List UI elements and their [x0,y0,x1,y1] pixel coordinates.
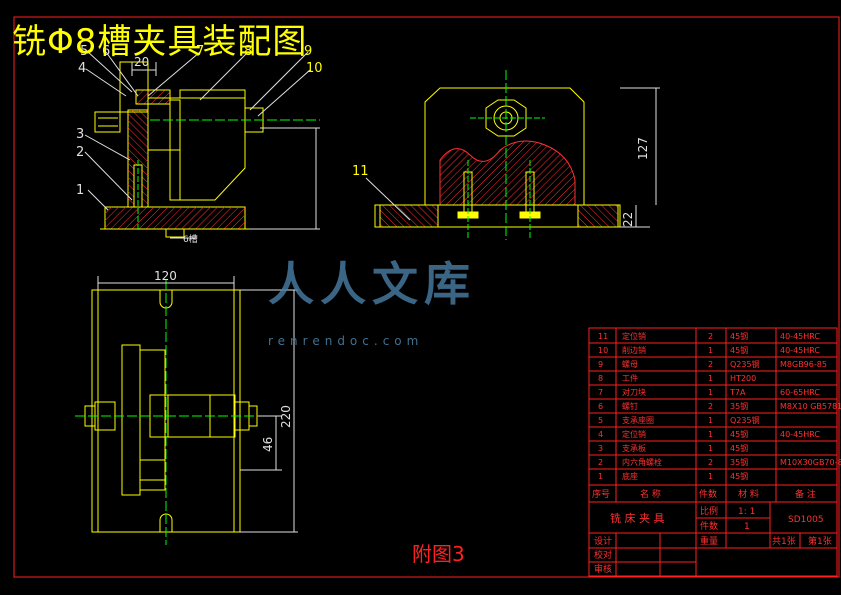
dim-120: 120 [154,269,177,283]
dim-46: 46 [261,437,275,452]
bom-cell-note: 40-45HRC [780,430,820,439]
tb-sheets-total: 共1张 [772,536,796,547]
watermark-url: renrendoc.com [268,334,424,348]
bom-header-qty: 件数 [699,488,717,500]
balloon-10: 10 [306,61,323,76]
side-view [365,70,660,240]
bom-cell-mat: 45钢 [730,443,748,453]
bom-cell-mat: 45钢 [730,331,748,341]
tb-drawing-no: SD1005 [788,515,824,525]
bom-cell-note: M8GB96-85 [780,360,827,369]
bom-cell-mat: T7A [729,388,746,397]
bom-cell-name: 支承座圈 [622,415,654,425]
tb-check: 校对 [594,549,612,561]
bom-cell-no: 10 [598,346,608,355]
tb-count-label: 件数 [700,520,718,532]
bom-header-note: 备 注 [795,488,816,500]
bom-cell-no: 6 [598,402,603,411]
bom-header-name: 名 称 [640,488,661,500]
dim-20: 20 [134,55,149,69]
balloon-4: 4 [78,61,86,76]
bom-cell-note: 60-65HRC [780,388,820,397]
bom-table [588,327,838,577]
tb-scale-label: 比例 [700,505,718,517]
bom-cell-mat: HT200 [730,374,756,383]
bom-cell-no: 5 [598,416,603,425]
bom-cell-no: 11 [598,332,608,341]
bom-header-no: 序号 [592,488,610,500]
tb-name: 铣 床 夹 具 [610,511,665,525]
bom-cell-qty: 2 [708,458,713,467]
bom-cell-qty: 1 [708,430,713,439]
balloon-11: 11 [352,164,369,179]
bom-cell-note: 40-45HRC [780,346,820,355]
bom-cell-mat: 35钢 [730,457,748,467]
bom-cell-name: 螺钉 [622,401,638,411]
bom-cell-mat: 45钢 [730,429,748,439]
bom-cell-note: 40-45HRC [780,332,820,341]
watermark-logo: 人人文库 [268,257,476,311]
bom-cell-name: 底座 [622,471,638,481]
bom-cell-mat: 45钢 [730,345,748,355]
bom-cell-qty: 2 [708,332,713,341]
bom-cell-qty: 1 [708,444,713,453]
bom-cell-mat: 35钢 [730,401,748,411]
balloon-1: 1 [76,183,84,198]
bom-cell-name: 定位销 [622,429,646,439]
bom-cell-mat: Q235钢 [730,415,760,425]
balloon-5: 5 [80,44,88,59]
tb-weight-label: 重量 [700,535,718,547]
bom-cell-qty: 2 [708,360,713,369]
bom-cell-mat: 45钢 [730,471,748,481]
bom-cell-qty: 1 [708,472,713,481]
balloon-7: 7 [196,44,204,59]
bom-cell-no: 3 [598,444,603,453]
bom-cell-name: 削边销 [622,345,646,355]
bom-cell-no: 8 [598,374,603,383]
dim-22: 22 [621,212,635,227]
bom-cell-name: 螺母 [622,359,638,369]
bom-cell-no: 2 [598,458,603,467]
bom-cell-qty: 1 [708,388,713,397]
bom-cell-qty: 2 [708,402,713,411]
bom-cell-no: 9 [598,360,603,369]
bom-cell-name: 内六角螺栓 [622,457,662,467]
bom-cell-note: M10X30GB70-85 [780,458,841,467]
balloon-2: 2 [76,145,84,160]
tb-scale: 1: 1 [738,507,755,517]
figure-caption: 附图3 [412,542,465,566]
bom-cell-name: 对刀块 [622,387,646,397]
bom-cell-qty: 1 [708,416,713,425]
balloon-6: 6 [102,44,110,59]
tb-design: 设计 [594,535,612,547]
dim-220: 220 [279,405,293,428]
bom-cell-no: 7 [598,388,603,397]
drawing-title: 铣Φ8槽夹具装配图 [12,22,308,62]
drawing-border [13,16,840,578]
balloon-9: 9 [304,44,312,59]
bom-cell-note: M8X10 GB5781 [780,402,841,411]
balloon-8: 8 [244,44,252,59]
balloon-3: 3 [76,127,84,142]
bom-cell-no: 4 [598,430,603,439]
front-view [84,51,320,239]
bom-header-mat: 材 料 [738,488,759,500]
tb-sheet-no: 第1张 [808,535,832,547]
tb-review: 审核 [594,563,612,575]
top-view [75,276,298,545]
dim-127: 127 [636,137,650,160]
bom-cell-name: 定位销 [622,331,646,341]
bom-cell-qty: 1 [708,374,713,383]
bom-cell-name: 支承板 [622,443,646,453]
tb-count: 1 [744,522,750,532]
dim-6: 6槽 [183,233,198,245]
bom-cell-no: 1 [598,472,603,481]
bom-cell-qty: 1 [708,346,713,355]
bom-cell-mat: Q235钢 [730,359,760,369]
bom-cell-name: 工件 [622,373,638,383]
